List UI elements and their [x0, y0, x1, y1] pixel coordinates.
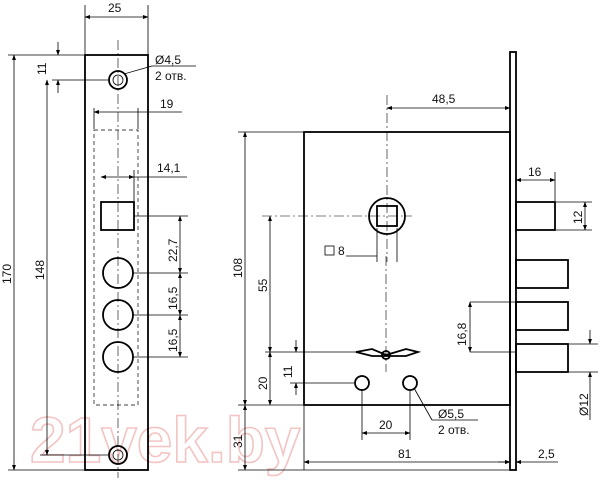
dead-bolt-3: [515, 343, 569, 373]
dim-spindle-offset: 48,5: [432, 92, 456, 106]
note-screw-diameter: Ø5,5: [438, 407, 464, 421]
faceplate-edge: [509, 51, 517, 471]
dim-between-holes: 148: [33, 260, 47, 280]
dim-pitch-3: 16,5: [166, 328, 180, 352]
dim-faceplate-width: 25: [108, 1, 122, 15]
dim-key-offset-small: 11: [281, 365, 295, 378]
dim-total-height: 170: [0, 264, 14, 284]
key-cam: [355, 348, 422, 357]
faceplate-hidden-body: [93, 129, 139, 406]
note-hole-count: 2 отв.: [155, 69, 187, 83]
dim-bolt-diameter: Ø12: [577, 393, 591, 416]
dim-bolt-width: 16: [528, 165, 542, 179]
latch-bolt: [515, 201, 556, 231]
dim-square-size: 8: [338, 244, 345, 258]
dim-key-offset: 20: [256, 376, 270, 390]
faceplate-view: 25 11 Ø4,5 2 отв. 19 14,1 22,7 16,5 16: [0, 1, 196, 478]
latch-square: [100, 201, 135, 231]
square-symbol-icon: [324, 245, 335, 256]
dim-plate-thickness: 2,5: [538, 447, 555, 461]
dim-body-depth: 81: [398, 447, 412, 461]
dim-bottom-offset: 31: [231, 434, 245, 448]
screw-hole-2: [402, 375, 418, 391]
lock-body-outline: [303, 131, 511, 406]
dead-bolt-2: [515, 301, 569, 331]
dim-body-height: 108: [231, 258, 245, 278]
dead-bolt-1: [515, 259, 569, 289]
watermark: 21vek.by: [30, 404, 301, 476]
screw-hole-1: [354, 375, 370, 391]
dim-screw-spacing: 20: [379, 418, 393, 432]
note-hole-diameter: Ø4,5: [155, 53, 181, 67]
note-screw-count: 2 отв.: [438, 423, 470, 437]
dim-pitch-1: 22,7: [166, 238, 180, 262]
mount-hole-bottom-icon: [108, 445, 128, 465]
lock-body-view: 48,5 16 12 8 108 55 16,8 11: [231, 51, 598, 471]
dim-square-offset: 14,1: [157, 161, 181, 175]
dim-pitch-2: 16,5: [166, 286, 180, 310]
dim-spindle-to-key: 55: [256, 278, 270, 292]
faceplate-outline: [84, 54, 149, 471]
dim-latch-height: 12: [571, 210, 585, 224]
dim-hole-top-offset: 11: [35, 62, 49, 75]
dim-inner-width: 19: [160, 97, 174, 111]
dim-bolt-spacing: 16,8: [455, 322, 469, 346]
